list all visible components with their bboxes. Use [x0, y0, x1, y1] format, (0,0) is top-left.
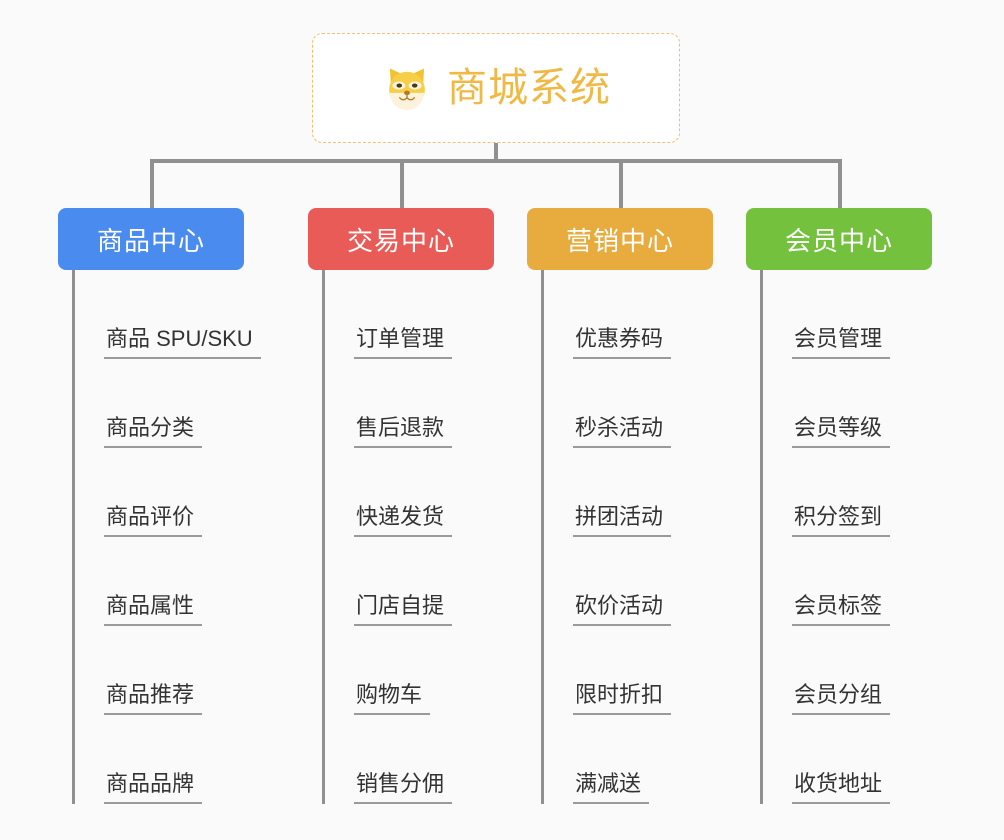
leaf-list-member-center: 会员管理 会员等级 积分签到 会员标签 会员分组 收货地址	[746, 270, 932, 804]
leaf-label: 限时折扣	[573, 682, 672, 715]
leaf-list-product-center: 商品 SPU/SKU 商品分类 商品评价 商品属性 商品推荐 商品品牌	[58, 270, 261, 804]
leaf-item[interactable]: 商品评价	[58, 448, 261, 537]
leaf-label: 销售分佣	[354, 771, 453, 804]
branch-label: 商品中心	[96, 225, 205, 256]
leaf-label: 会员标签	[792, 593, 891, 626]
leaf-item[interactable]: 销售分佣	[308, 715, 494, 804]
leaf-label: 会员分组	[792, 682, 891, 715]
leaf-label: 秒杀活动	[573, 415, 672, 448]
leaf-item[interactable]: 满减送	[527, 715, 713, 804]
leaf-item[interactable]: 会员分组	[746, 626, 932, 715]
branch-trade-center: 交易中心 订单管理 售后退款 快递发货 门店自提 购物车 销售分佣	[308, 208, 494, 804]
leaf-label: 订单管理	[354, 326, 453, 359]
branch-header-trade-center[interactable]: 交易中心	[308, 208, 494, 270]
leaf-item[interactable]: 购物车	[308, 626, 494, 715]
leaf-label: 会员管理	[792, 326, 891, 359]
connector-drop-3	[619, 159, 623, 209]
connector-root-stem	[494, 143, 498, 162]
branch-label: 营销中心	[565, 225, 674, 256]
shiba-dog-face-icon	[381, 62, 433, 114]
leaf-item[interactable]: 收货地址	[746, 715, 932, 804]
leaf-label: 快递发货	[354, 504, 453, 537]
leaf-label: 商品 SPU/SKU	[104, 326, 261, 359]
leaf-item[interactable]: 限时折扣	[527, 626, 713, 715]
leaf-label: 商品品牌	[104, 771, 203, 804]
leaf-item[interactable]: 秒杀活动	[527, 359, 713, 448]
branch-spine-member-center	[760, 270, 763, 804]
leaf-item[interactable]: 商品品牌	[58, 715, 261, 804]
branch-member-center: 会员中心 会员管理 会员等级 积分签到 会员标签 会员分组 收货地址	[746, 208, 932, 804]
leaf-label: 购物车	[354, 682, 431, 715]
connector-drop-4	[838, 159, 842, 209]
leaf-item[interactable]: 商品分类	[58, 359, 261, 448]
leaf-item[interactable]: 快递发货	[308, 448, 494, 537]
leaf-item[interactable]: 会员等级	[746, 359, 932, 448]
branch-spine-marketing-center	[541, 270, 544, 804]
branch-label: 会员中心	[784, 225, 893, 256]
root-node[interactable]: 商城系统	[312, 33, 680, 143]
connector-horizontal-bus	[150, 159, 840, 163]
leaf-item[interactable]: 订单管理	[308, 270, 494, 359]
branch-label: 交易中心	[346, 225, 455, 256]
leaf-label: 商品评价	[104, 504, 203, 537]
leaf-label: 商品分类	[104, 415, 203, 448]
branch-header-member-center[interactable]: 会员中心	[746, 208, 932, 270]
leaf-item[interactable]: 会员标签	[746, 537, 932, 626]
leaf-label: 优惠券码	[573, 326, 672, 359]
branch-spine-trade-center	[322, 270, 325, 804]
root-title: 商城系统	[447, 66, 611, 110]
leaf-item[interactable]: 售后退款	[308, 359, 494, 448]
leaf-item[interactable]: 商品推荐	[58, 626, 261, 715]
branch-header-marketing-center[interactable]: 营销中心	[527, 208, 713, 270]
leaf-label: 会员等级	[792, 415, 891, 448]
leaf-label: 门店自提	[354, 593, 453, 626]
branch-spine-product-center	[72, 270, 75, 804]
branch-product-center: 商品中心 商品 SPU/SKU 商品分类 商品评价 商品属性 商品推荐 商品品牌	[58, 208, 261, 804]
leaf-item[interactable]: 门店自提	[308, 537, 494, 626]
leaf-label: 积分签到	[792, 504, 891, 537]
leaf-item[interactable]: 商品 SPU/SKU	[58, 270, 261, 359]
leaf-label: 满减送	[573, 771, 650, 804]
leaf-item[interactable]: 积分签到	[746, 448, 932, 537]
leaf-item[interactable]: 优惠券码	[527, 270, 713, 359]
leaf-label: 收货地址	[792, 771, 891, 804]
connector-drop-2	[400, 159, 404, 209]
branch-marketing-center: 营销中心 优惠券码 秒杀活动 拼团活动 砍价活动 限时折扣 满减送	[527, 208, 713, 804]
leaf-item[interactable]: 会员管理	[746, 270, 932, 359]
leaf-label: 商品推荐	[104, 682, 203, 715]
leaf-item[interactable]: 砍价活动	[527, 537, 713, 626]
connector-drop-1	[150, 159, 154, 209]
leaf-item[interactable]: 拼团活动	[527, 448, 713, 537]
leaf-label: 售后退款	[354, 415, 453, 448]
leaf-label: 拼团活动	[573, 504, 672, 537]
leaf-label: 商品属性	[104, 593, 203, 626]
leaf-list-marketing-center: 优惠券码 秒杀活动 拼团活动 砍价活动 限时折扣 满减送	[527, 270, 713, 804]
leaf-label: 砍价活动	[573, 593, 672, 626]
leaf-list-trade-center: 订单管理 售后退款 快递发货 门店自提 购物车 销售分佣	[308, 270, 494, 804]
leaf-item[interactable]: 商品属性	[58, 537, 261, 626]
branch-header-product-center[interactable]: 商品中心	[58, 208, 244, 270]
